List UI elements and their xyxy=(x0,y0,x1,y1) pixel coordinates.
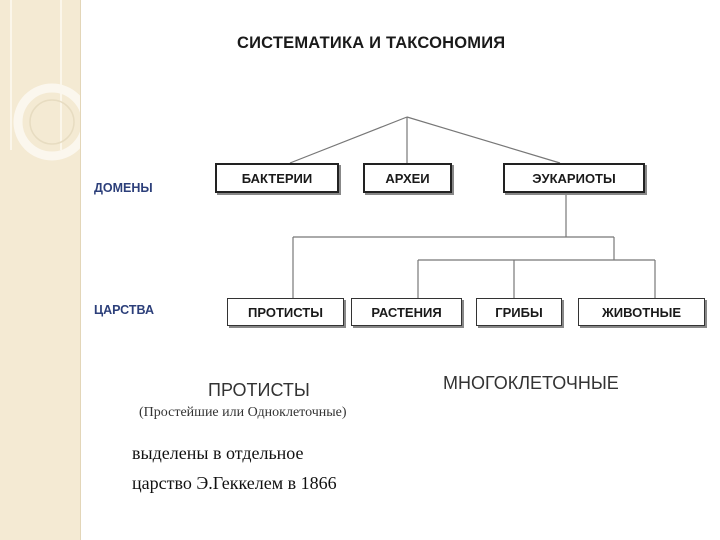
description-line-1: выделены в отдельное xyxy=(132,443,304,464)
row-label-domains: ДОМЕНЫ xyxy=(94,181,153,195)
domain-archaea: АРХЕИ xyxy=(363,163,452,193)
kingdom-fungi: ГРИБЫ xyxy=(476,298,562,326)
domain-bacteria: БАКТЕРИИ xyxy=(215,163,339,193)
multicellular-heading: МНОГОКЛЕТОЧНЫЕ xyxy=(443,373,619,394)
kingdom-animals: ЖИВОТНЫЕ xyxy=(578,298,705,326)
domain-eukaryotes: ЭУКАРИОТЫ xyxy=(503,163,645,193)
protists-subtitle: (Простейшие или Одноклеточные) xyxy=(139,405,347,421)
row-label-kingdoms: ЦАРСТВА xyxy=(94,303,154,317)
protists-heading: ПРОТИСТЫ xyxy=(208,380,310,401)
kingdom-protists: ПРОТИСТЫ xyxy=(227,298,344,326)
description-line-2: царство Э.Геккелем в 1866 xyxy=(132,473,337,494)
kingdom-plants: РАСТЕНИЯ xyxy=(351,298,462,326)
